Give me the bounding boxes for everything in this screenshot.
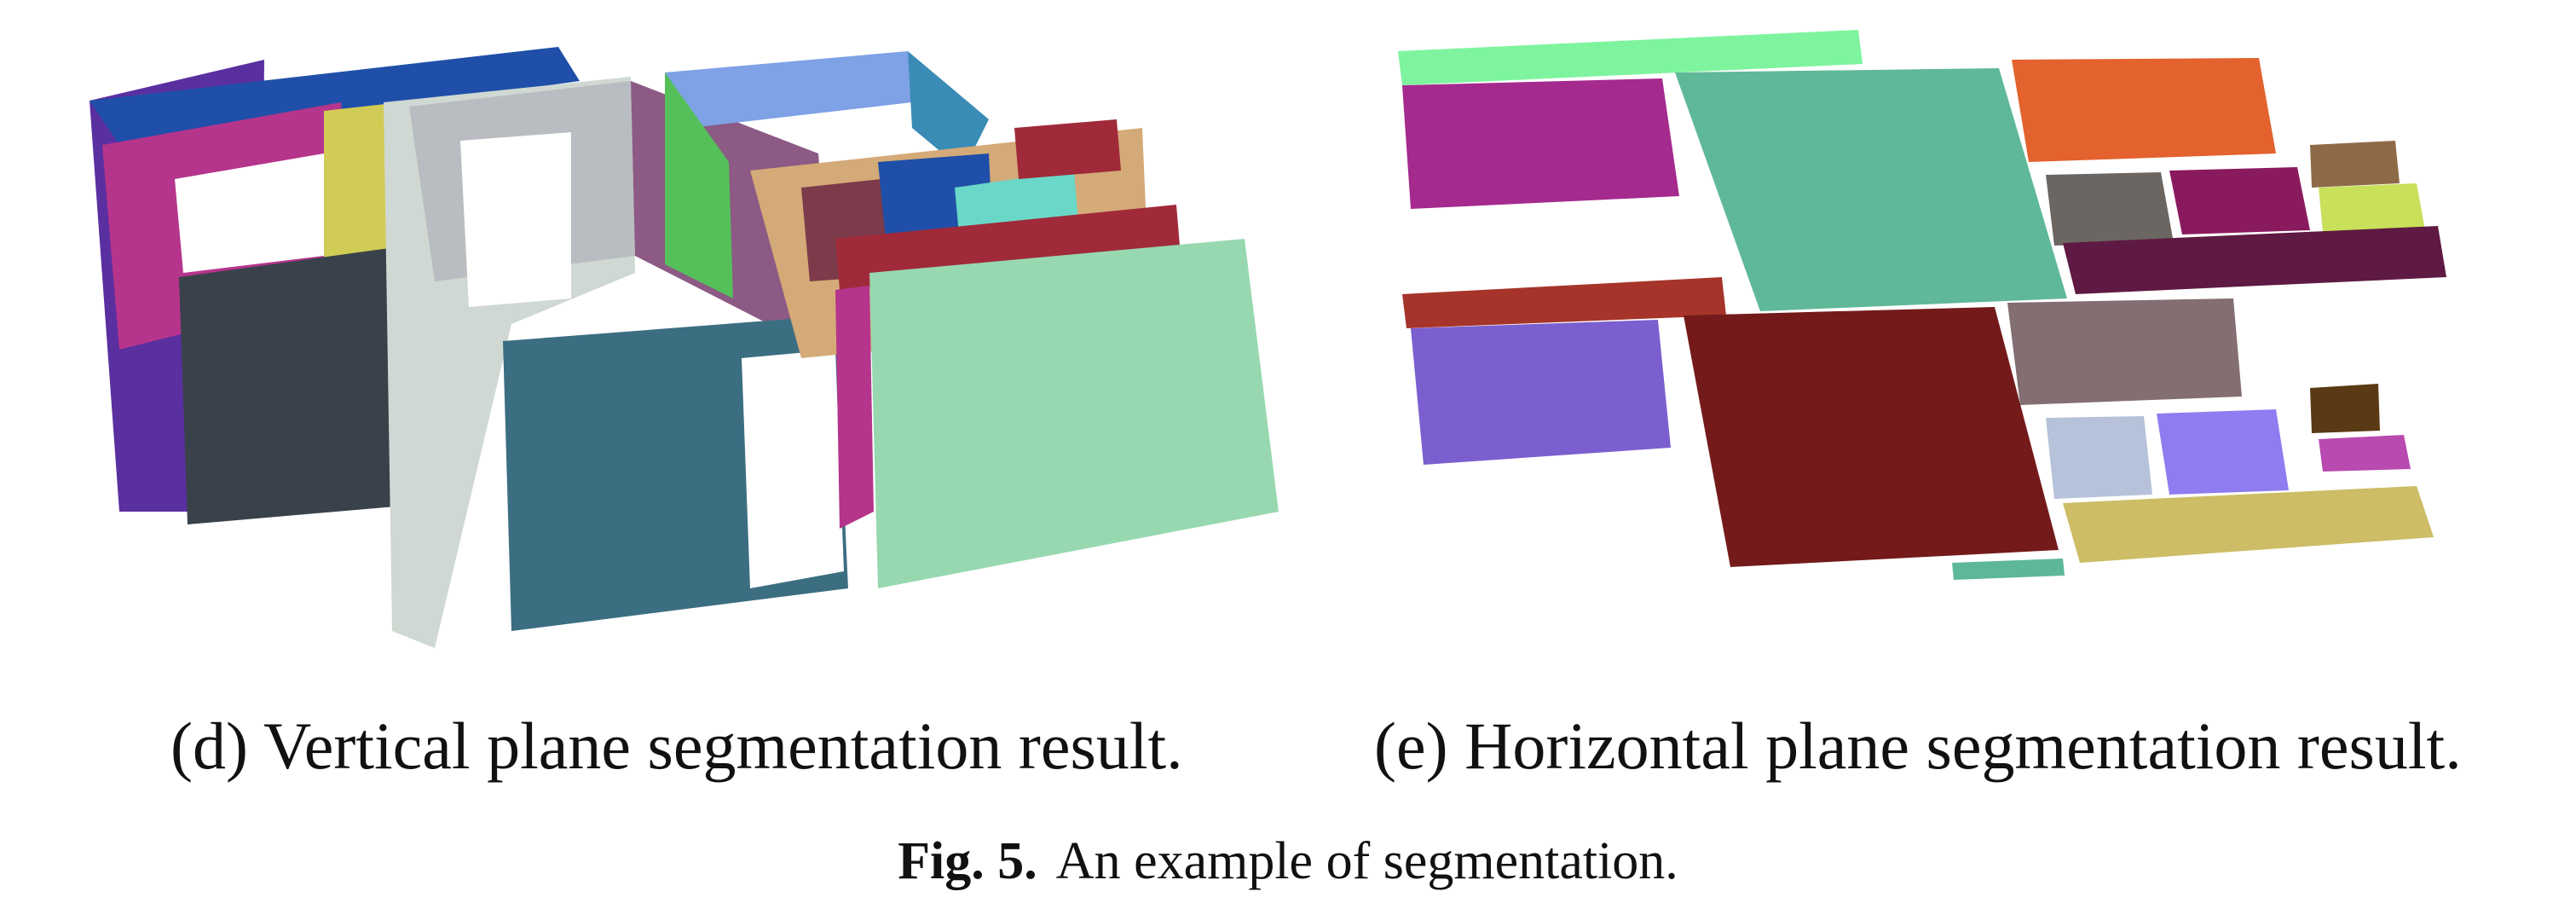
floor-plane [1398, 30, 1863, 85]
floor-plane [2157, 409, 2289, 495]
floor-plane [1411, 320, 1671, 465]
floor-plane [2310, 141, 2400, 188]
floor-plane [1402, 277, 1726, 328]
wall-plane [90, 47, 580, 145]
floor-plane [2007, 298, 2242, 405]
wall-plane [460, 132, 571, 307]
panel-d-caption: (d) Vertical plane segmentation result. [170, 709, 1183, 783]
floor-plane [2319, 435, 2411, 472]
vertical-segmentation-image [90, 47, 1279, 648]
figure-label: Fig. 5. [898, 832, 1037, 890]
figure-caption-text: An example of segmentation. [1055, 832, 1678, 890]
floor-plane [2046, 172, 2174, 246]
floor-plane [2063, 486, 2434, 563]
vertical-segmentation-panel [68, 0, 1279, 665]
wall-plane [179, 243, 435, 524]
floor-plane [2169, 167, 2310, 234]
floor-plane [2319, 183, 2425, 232]
wall-plane [869, 239, 1279, 588]
figure-caption: Fig. 5. An example of segmentation. [0, 831, 2576, 892]
floor-plane [1402, 78, 1679, 209]
wall-plane [908, 51, 989, 171]
floor-plane [2046, 416, 2152, 499]
floor-plane [1684, 307, 2059, 567]
wall-plane [665, 72, 733, 298]
wall-plane [1014, 119, 1121, 179]
floor-plane [1952, 559, 2065, 580]
panel-e-caption: (e) Horizontal plane segmentation result… [1374, 709, 2462, 783]
wall-plane [742, 350, 844, 588]
wall-plane [175, 153, 324, 273]
floor-plane [2310, 384, 2380, 433]
floor-plane [2063, 226, 2446, 294]
floor-plane [1675, 68, 2067, 311]
floor-plane [2012, 58, 2276, 162]
wall-plane [835, 286, 874, 529]
horizontal-segmentation-panel [1330, 0, 2523, 665]
horizontal-segmentation-image [1398, 30, 2446, 580]
wall-plane [665, 51, 912, 128]
